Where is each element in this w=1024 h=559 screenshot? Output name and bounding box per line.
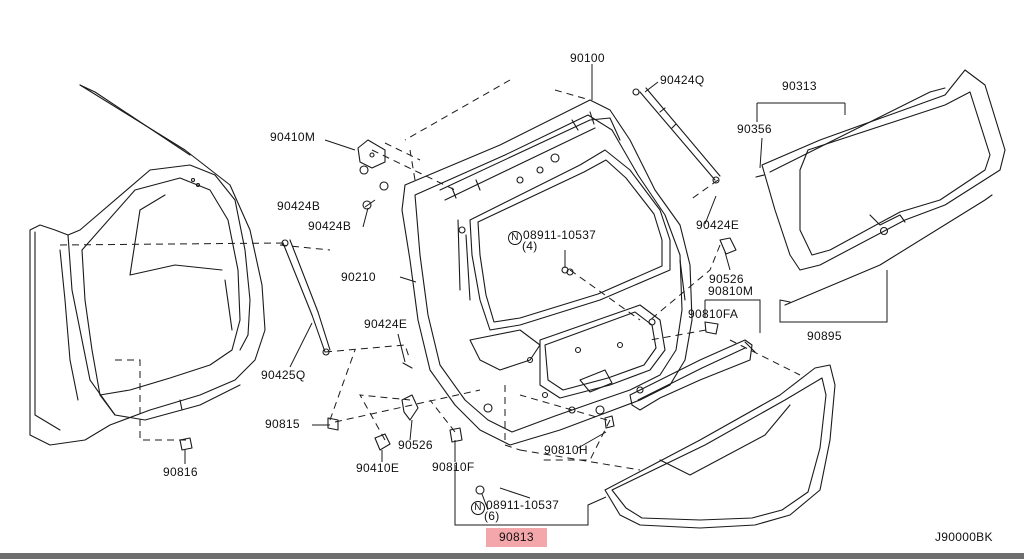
alignment-lines (59, 79, 801, 471)
bottom-bar (0, 553, 1024, 559)
label-90356: 90356 (737, 122, 772, 136)
back-glass-drawing (761, 69, 1006, 306)
highlighted-part-90813[interactable]: 90813 (486, 528, 547, 547)
label-90410e: 90410E (356, 461, 400, 475)
label-90410m: 90410M (270, 130, 316, 144)
label-90424q: 90424Q (660, 73, 705, 87)
back-door-drawing (401, 99, 693, 446)
hardware-drawing (179, 139, 765, 495)
label-90526-right: 90526 (709, 272, 744, 286)
label-08911-qty-upper: (4) (522, 239, 538, 253)
label-90425q: 90425Q (261, 368, 306, 382)
label-90816: 90816 (163, 465, 198, 479)
label-90815: 90815 (265, 417, 300, 431)
circle-n-symbol: N (508, 231, 522, 245)
part-number-08911-upper: 08911-10537 (523, 228, 597, 242)
part-number-08911-lower: 08911-10537 (486, 498, 560, 512)
label-90810h: 90810H (544, 443, 588, 457)
label-90424b-lower: 90424B (308, 219, 352, 233)
label-90424e-left: 90424E (364, 317, 408, 331)
label-90810m: 90810M (708, 284, 754, 298)
label-90424b-upper: 90424B (277, 199, 321, 213)
label-90895: 90895 (807, 329, 842, 343)
label-90810fa: 90810FA (688, 307, 739, 321)
vehicle-body-drawing (29, 84, 266, 446)
label-90313: 90313 (782, 79, 817, 93)
diagram-reference-code: J90000BK (935, 530, 993, 544)
label-90810f: 90810F (432, 460, 475, 474)
label-90210: 90210 (341, 270, 376, 284)
label-90526-left: 90526 (398, 438, 433, 452)
label-90100: 90100 (570, 51, 605, 65)
label-90424e-right: 90424E (696, 218, 740, 232)
label-08911-qty-lower: (6) (484, 509, 500, 523)
circle-n-symbol-lower: N (471, 501, 485, 515)
leader-lines (184, 64, 888, 526)
finisher-drawing (604, 339, 836, 529)
